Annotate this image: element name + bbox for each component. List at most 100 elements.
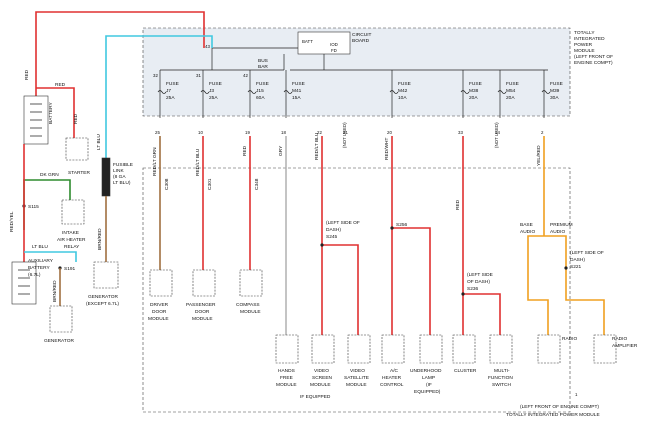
svg-text:FUSE: FUSE xyxy=(292,81,305,87)
generator-left-label: GENERATOR xyxy=(44,338,74,344)
s236-label-2: OF DASH) xyxy=(467,279,490,285)
amp-label-1: RADIO xyxy=(612,336,627,342)
svg-text:J15: J15 xyxy=(256,88,264,94)
svg-text:42: 42 xyxy=(243,73,248,78)
circuit-label: CIRCUIT xyxy=(352,32,372,38)
passenger-label-2: DOOR xyxy=(195,309,210,315)
aux-label-1: AUXILIARY xyxy=(28,258,54,264)
s236-label-1: (LEFT SIDE xyxy=(467,272,493,278)
ltblu-label: LT BLU xyxy=(96,134,102,150)
gry-label: GRY xyxy=(278,145,284,156)
notused-21: (NOT USED) xyxy=(342,122,347,148)
ac-label-2: HEATER xyxy=(382,375,402,381)
driver-door-module xyxy=(149,269,173,297)
fuse-row: 32 FUSE J7 25A 31 FUSE J3 25A 42 FUSE J1… xyxy=(153,70,563,118)
svg-text:25: 25 xyxy=(155,130,160,135)
generator-mid-label-1: GENERATOR xyxy=(88,294,118,300)
svg-text:M39: M39 xyxy=(550,88,560,94)
video-feed-wire xyxy=(321,136,359,335)
batt-label: BATT xyxy=(302,39,313,44)
output-pins: 25 10 19 18 22 21 20 33 14 2 xyxy=(155,130,544,135)
svg-text:FUSE: FUSE xyxy=(550,81,563,87)
tipm-title: TOTALLY INTEGRATED POWER MODULE (LEFT FR… xyxy=(574,30,613,66)
aux-label-3: (6.7L) xyxy=(28,272,41,278)
svg-text:TOTALLY: TOTALLY xyxy=(574,30,595,36)
svg-text:FUSE: FUSE xyxy=(209,81,222,87)
aux-battery-symbol xyxy=(11,261,37,305)
driver-label-2: DOOR xyxy=(152,309,167,315)
s245-label-3: S245 xyxy=(326,234,338,240)
vs-label-3: MODULE xyxy=(310,382,331,388)
pin-1: 1 xyxy=(575,392,578,397)
ac-feed-wire xyxy=(391,136,431,335)
radio-module xyxy=(537,334,561,364)
svg-text:2: 2 xyxy=(541,130,544,135)
radio-feed-wire xyxy=(527,136,605,335)
tipm-lower-enclosure xyxy=(142,167,571,413)
premium-audio-1: PREMIUM xyxy=(550,222,573,228)
passenger-label-1: PASSENGER xyxy=(186,302,216,308)
svg-text:FUSE: FUSE xyxy=(256,81,269,87)
ac-heater-module xyxy=(381,334,405,364)
svg-text:FUSE: FUSE xyxy=(506,81,519,87)
radio-label: RADIO xyxy=(562,336,577,342)
svg-text:M42: M42 xyxy=(398,88,408,94)
fusible-label-4: LT BLU) xyxy=(113,180,131,186)
svg-text:10A: 10A xyxy=(398,95,407,101)
svg-text:FUSE: FUSE xyxy=(469,81,482,87)
svg-text:31: 31 xyxy=(196,73,201,78)
uh-label-2: LAMP xyxy=(422,375,435,381)
svg-text:18: 18 xyxy=(281,130,286,135)
redyel-label: RED/YEL xyxy=(9,211,15,232)
svg-text:J3: J3 xyxy=(209,88,214,94)
board-label: BOARD xyxy=(352,38,370,44)
svg-text:20A: 20A xyxy=(469,95,478,101)
svg-text:J7: J7 xyxy=(166,88,171,94)
svg-text:25A: 25A xyxy=(166,95,175,101)
video-wire-label: RED/LT BLU xyxy=(314,132,320,160)
intake-relay-module xyxy=(61,199,85,225)
fuse-j3: 31 FUSE J3 25A xyxy=(196,70,222,118)
svg-text:30A: 30A xyxy=(550,95,559,101)
generator-mid-label-2: (EXCEPT 6.7L) xyxy=(86,301,119,307)
s245-label-2: DASH) xyxy=(326,227,341,233)
vs-label-2: SCREEN xyxy=(312,375,333,381)
cluster-module xyxy=(452,334,476,364)
fuse-m42: FUSE M42 10A xyxy=(389,70,411,118)
underhood-lamp-module xyxy=(419,334,443,364)
svg-text:19: 19 xyxy=(245,130,250,135)
compass-splice-label: C348 xyxy=(254,178,260,190)
svg-text:MODULE: MODULE xyxy=(574,48,595,54)
fusible-label-2: LINK xyxy=(113,168,124,174)
fusible-link-wire xyxy=(105,35,213,158)
svg-text:M41: M41 xyxy=(292,88,302,94)
vsat-label-1: VIDEO xyxy=(350,368,365,374)
compass-label-1: COMPASS xyxy=(236,302,260,308)
svg-text:POWER: POWER xyxy=(574,42,593,48)
fuse-m41: FUSE M41 15A xyxy=(283,70,305,118)
amp-label-2: AMPLIFIER xyxy=(612,343,638,349)
radio-wire-label: YEL/RED xyxy=(536,145,542,166)
svg-text:22: 22 xyxy=(317,130,322,135)
cluster-feed-wire xyxy=(462,136,501,335)
svg-text:20A: 20A xyxy=(506,95,515,101)
fuse-m54: FUSE M54 20A xyxy=(497,70,519,118)
aux-label-2: BATTERY xyxy=(28,265,50,271)
svg-text:33: 33 xyxy=(458,130,463,135)
aux-brnred-label: BRN/RED xyxy=(52,280,58,302)
compass-wire-label: RED xyxy=(242,145,248,156)
vs-label-1: VIDEO xyxy=(314,368,329,374)
fuse-m38: FUSE M38 20A xyxy=(460,70,482,118)
passenger-splice-label: C301 xyxy=(207,178,213,190)
fusible-label-3: (8 GA xyxy=(113,174,126,180)
brnred-label: BRN/RED xyxy=(97,228,103,250)
hands-free-module xyxy=(275,334,299,364)
relay-label-3: RELAY xyxy=(64,244,80,250)
mf-label-3: SWITCH xyxy=(492,382,511,388)
aux-ltblu-label: LT BLU xyxy=(32,244,48,250)
bus-bar-line xyxy=(160,47,548,71)
hf-label-3: MODULE xyxy=(276,382,297,388)
svg-text:15A: 15A xyxy=(292,95,301,101)
starter-red-top: RED xyxy=(55,82,66,88)
uh-label-1: UNDERHOOD xyxy=(410,368,442,374)
